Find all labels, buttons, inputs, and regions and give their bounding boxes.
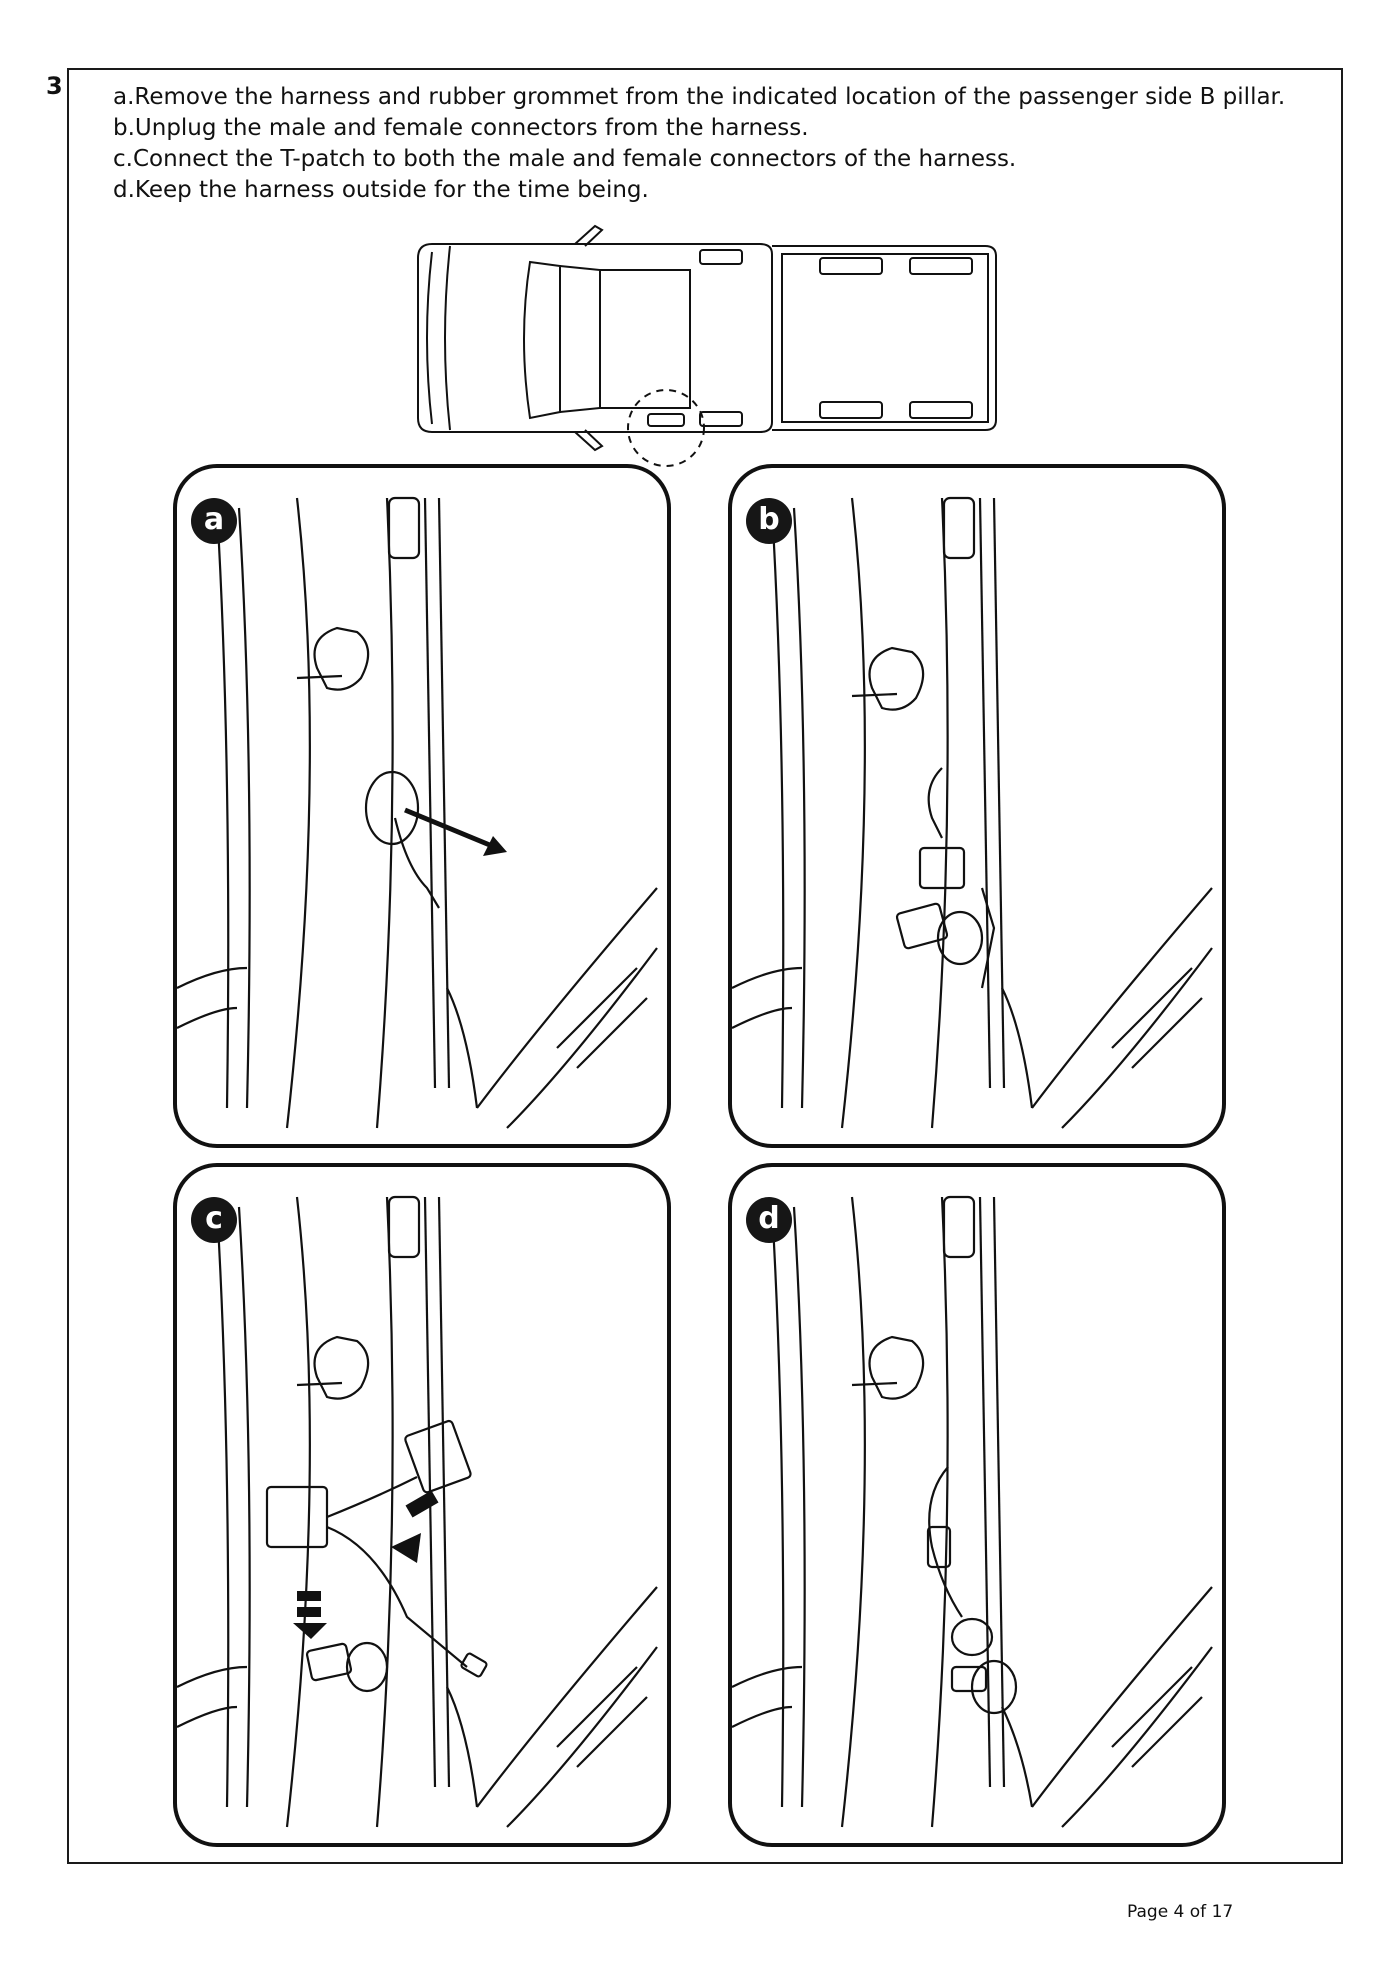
- panel-label-a: a: [191, 498, 237, 544]
- panel-label-d: d: [746, 1197, 792, 1243]
- illustration-panel-c: c: [173, 1163, 671, 1847]
- truck-top-view-illustration: [417, 224, 997, 467]
- step-number: 3: [46, 72, 63, 100]
- illustration-panel-d: d: [728, 1163, 1226, 1847]
- instruction-list: a.Remove the harness and rubber grommet …: [113, 82, 1285, 206]
- page-number: Page 4 of 17: [1127, 1902, 1234, 1922]
- t-patch-connection-illustration: [177, 1195, 658, 1828]
- instruction-b: b.Unplug the male and female connectors …: [113, 115, 809, 141]
- step-box: [67, 68, 1343, 1864]
- instruction-c: c.Connect the T-patch to both the male a…: [113, 146, 1017, 172]
- instruction-a: a.Remove the harness and rubber grommet …: [113, 84, 1286, 110]
- panel-label-c: c: [191, 1197, 237, 1243]
- panel-label-b: b: [746, 498, 792, 544]
- illustration-panel-a: a: [173, 464, 671, 1148]
- instruction-d: d.Keep the harness outside for the time …: [113, 177, 649, 203]
- illustration-panel-b: b: [728, 464, 1226, 1148]
- harness-kept-outside-illustration: [732, 1195, 1213, 1828]
- connectors-unplugged-illustration: [732, 496, 1213, 1129]
- b-pillar-grommet-removal-illustration: [177, 496, 658, 1129]
